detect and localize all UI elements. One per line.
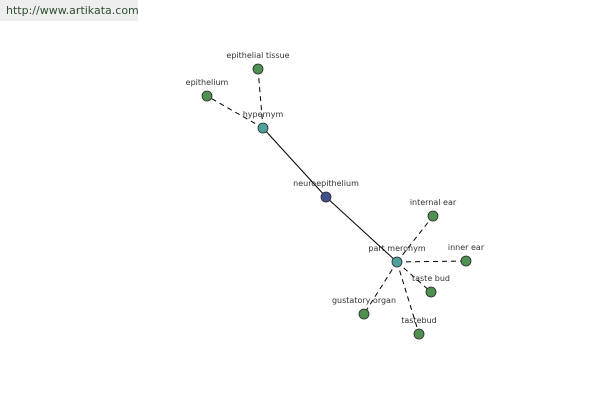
node-label-center: neuroepithelium xyxy=(293,179,359,188)
node-label-gustatory-organ: gustatory organ xyxy=(332,296,396,305)
node-taste-bud-1[interactable] xyxy=(425,286,437,298)
nodes-layer xyxy=(201,63,472,340)
edge-hypernym-to-epithelial-tissue xyxy=(257,68,264,129)
node-label-hypernym: hypernym xyxy=(243,110,284,119)
labels-layer: neuroepithelium hypernym part meronym epith… xyxy=(186,51,485,325)
node-epithelial-tissue[interactable] xyxy=(252,63,264,75)
node-label-epithelial-tissue: epithelial tissue xyxy=(226,51,289,60)
edge-part-meronym-to-gustatory-organ xyxy=(363,261,398,315)
edge-hypernym-to-epithelium xyxy=(206,95,264,129)
node-center[interactable] xyxy=(320,191,332,203)
edges-layer xyxy=(206,68,467,335)
node-label-taste-bud-2: tastebud xyxy=(401,316,437,325)
edge-part-meronym-to-inner-ear xyxy=(396,260,467,263)
edge-part-meronym-to-internal-ear xyxy=(396,215,434,263)
node-internal-ear[interactable] xyxy=(427,210,439,222)
edge-part-meronym-to-taste-bud-1 xyxy=(396,261,432,293)
node-taste-bud-2[interactable] xyxy=(413,328,425,340)
node-label-epithelium: epithelium xyxy=(186,78,229,87)
node-gustatory-organ[interactable] xyxy=(358,308,370,320)
edge-center-to-part-meronym xyxy=(325,196,398,263)
node-part-meronym[interactable] xyxy=(391,256,403,268)
node-epithelium[interactable] xyxy=(201,90,213,102)
node-hypernym[interactable] xyxy=(257,122,269,134)
edge-part-meronym-to-taste-bud-2 xyxy=(396,261,420,335)
node-label-inner-ear: inner ear xyxy=(448,243,485,252)
edge-center-to-hypernym xyxy=(262,127,327,198)
source-link[interactable]: http://www.artikata.com xyxy=(0,0,138,21)
node-label-internal-ear: internal ear xyxy=(410,198,457,207)
node-inner-ear[interactable] xyxy=(460,255,472,267)
node-label-part-meronym: part meronym xyxy=(368,244,425,253)
node-label-taste-bud-1: taste bud xyxy=(412,274,450,283)
